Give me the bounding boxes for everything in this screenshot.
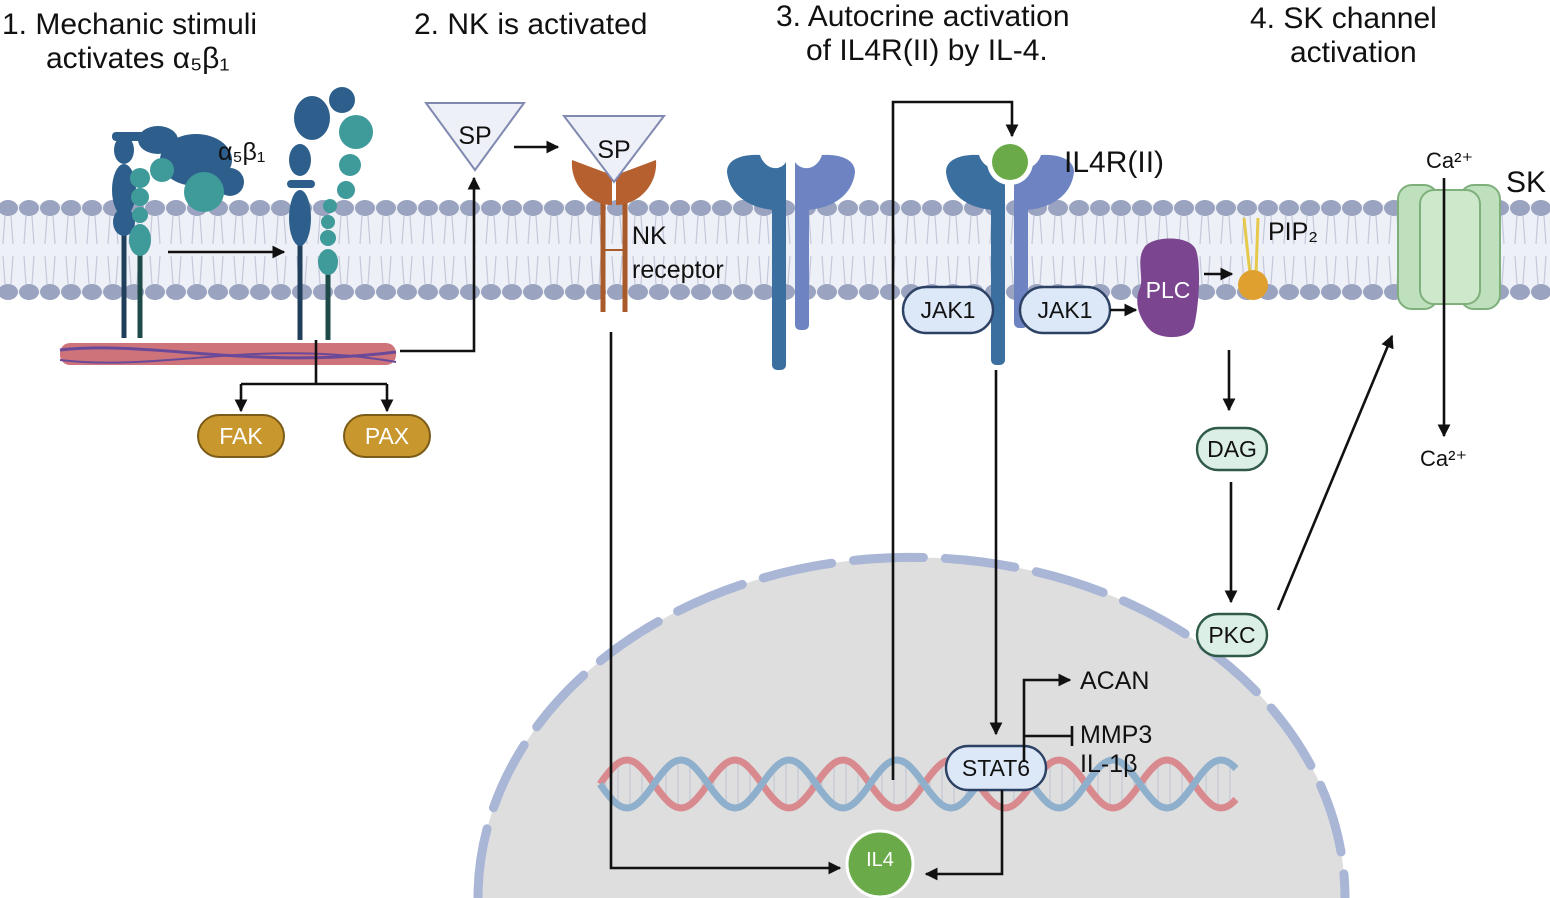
pip2-lipid [1238,217,1268,300]
il4r-label: IL4R(II) [1064,146,1164,179]
step1-title-line1: 1. Mechanic stimuli [2,8,257,41]
substance-p-bound [561,115,667,184]
il1b-label: IL-1β [1080,750,1137,778]
acan-label: ACAN [1080,667,1149,695]
pax-pill: PAX [343,414,431,458]
sp-release-arrow [400,176,481,353]
il4r-unbound [727,154,855,370]
step4-title-line1: 4. SK channel [1250,2,1437,35]
extracellular-matrix-fiber [59,343,397,365]
il4-ligand [992,144,1028,180]
ca-bottom-label: Ca²⁺ [1420,446,1467,471]
pkc-text: PKC [1208,622,1255,648]
nk-label-line1: NK [632,222,667,250]
il4-text: IL4 [866,849,894,871]
nk-receptor [571,160,657,312]
pkc-pill: PKC [1195,612,1269,658]
acan-upregulation-arrow [1022,673,1072,762]
jak1-left-text: JAK1 [921,297,976,323]
pkc-to-sk-arrow [1276,334,1394,611]
sp-free-label: SP [458,122,491,150]
dag-pill: DAG [1195,426,1269,472]
integrin-a5b1-active [287,87,373,340]
pax-text: PAX [365,423,409,449]
jak1-right-text: JAK1 [1038,297,1093,323]
jak1-left-pill: JAK1 [901,285,995,335]
jak1-right-pill: JAK1 [1018,285,1112,335]
integrin-a5b1-inactive [112,126,244,338]
step1-title-line2: activates α₅β₁ [46,42,230,75]
sk-channel [1397,184,1501,310]
sp-bound-label: SP [597,136,630,164]
plc-enzyme: PLC [1137,238,1200,338]
stat6-to-il4-arrow [924,790,1004,881]
pip2-label: PIP₂ [1268,218,1318,246]
substance-p-free [424,102,526,172]
mmp3-label: MMP3 [1080,721,1152,749]
step3-title-line2: of IL4R(II) by IL-4. [806,34,1048,67]
il4-node: IL4 [845,829,915,898]
integrin-label: α₅β₁ [218,138,265,166]
step3-title-line1: 3. Autocrine activation [776,0,1070,33]
nuclear-envelope [473,552,1350,898]
dag-text: DAG [1207,436,1257,462]
sk-label: SK [1506,166,1546,199]
stat6-pill: STAT6 [944,744,1048,792]
ca-top-label: Ca²⁺ [1426,148,1473,173]
step-titles: 1. Mechanic stimuli activates α₅β₁ 2. NK… [2,0,1437,75]
nk-to-il4-arrow [609,332,842,875]
il4-autocrine-arrow [891,100,1019,780]
nucleus [473,552,1350,898]
plc-text: PLC [1146,277,1191,303]
fak-pill: FAK [197,414,285,458]
stat6-text: STAT6 [962,755,1030,781]
nk-label-line2: receptor [632,256,724,284]
pathway-arrows [168,100,1451,881]
fak-text: FAK [219,423,263,449]
step2-title: 2. NK is activated [414,8,647,41]
step4-title-line2: activation [1290,36,1417,69]
